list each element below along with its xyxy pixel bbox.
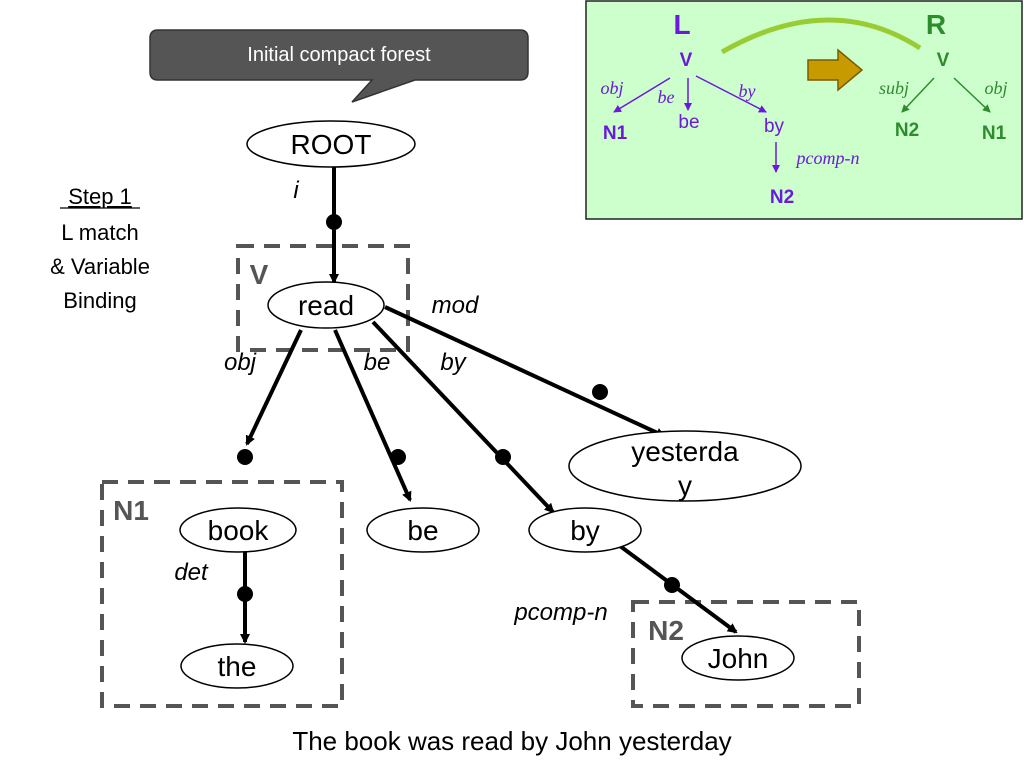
rule-left-edge-label-be: be [658,87,675,107]
node-yesterday-label-1: yesterda [631,436,739,467]
rule-left-node-be: be [678,112,699,133]
edge-read-book [245,329,303,446]
rule-right-root: V [937,50,950,71]
rule-panel-background [585,0,1023,220]
callout: Initial compact forest [149,29,529,103]
step-line-3: Binding [63,288,136,313]
callout-text: Initial compact forest [247,44,431,66]
edge-dot [326,214,342,230]
node-by-shape [528,507,642,553]
node-yesterday-shape [568,430,802,502]
step-line-1: L match [61,220,138,245]
edge-label-obj: obj [224,349,257,376]
rule-left-node-by: by [764,116,785,137]
rule-panel: L V obj be by pcomp-n N1 be by N2 R V su… [585,0,1023,220]
node-by-label: by [570,515,600,546]
node-read: read [267,281,385,329]
binding-box-n1-label: N1 [113,495,149,526]
rule-left-node-n1: N1 [603,123,628,144]
edge-dot [237,449,253,465]
tree-edges [240,166,738,644]
node-book-label: book [208,515,270,546]
edge-dot [495,449,511,465]
tree-nodes: ROOT read yesterda y book be by the [179,120,802,689]
rule-right-edge-label-obj: obj [984,78,1007,98]
sentence-caption: The book was read by John yesterday [292,726,731,756]
edge-label-by: by [440,349,467,376]
edge-dots [237,214,680,602]
step-line-2: & Variable [50,254,150,279]
edge-dot [592,384,608,400]
binding-box-v-label: V [250,259,269,290]
edge-dot [237,586,253,602]
rule-left-edge-label-pcomp: pcomp-n [795,148,860,168]
edge-label-i: i [293,177,299,204]
edge-read-be [333,329,412,502]
rule-left-edge-by [695,75,767,113]
binding-box-v [236,244,410,352]
node-read-label: read [298,290,354,321]
node-yesterday: yesterda y [568,430,802,502]
node-be-label: be [407,515,438,546]
edge-label-be: be [364,349,391,376]
rule-right-node-n1: N1 [982,123,1007,144]
node-root-label: ROOT [291,129,372,160]
edge-dot [390,449,406,465]
node-the-shape [180,643,294,689]
edge-dot [664,577,680,593]
node-root-shape [246,120,416,168]
node-book: book [179,507,297,553]
node-john: John [681,635,795,681]
rule-transform-arrow [807,48,864,92]
rule-left-edge-label-obj: obj [600,78,623,98]
binding-box-n2 [631,600,861,708]
edge-labels: i mod obj be by det pcomp-n [174,177,607,626]
rule-right-edge-subj [901,77,935,113]
rule-right-node-n2: N2 [895,120,919,141]
node-be-shape [366,507,480,553]
callout-shape [149,29,529,103]
rule-left-edge-obj [613,77,671,113]
edge-read-yesterday [384,305,666,438]
rule-right-edge-label-subj: subj [879,78,909,98]
rule-right-edge-obj [953,77,991,113]
rule-left-root: V [680,50,693,71]
edge-label-mod: mod [432,292,479,319]
rule-right-label: R [926,9,946,40]
rule-left-node-n2: N2 [770,187,794,208]
node-john-shape [681,635,795,681]
rule-left-edge-label-by: by [739,81,756,101]
node-book-shape [179,507,297,553]
node-be: be [366,507,480,553]
edge-label-pcomp-n: pcomp-n [513,599,607,626]
node-john-label: John [708,643,769,674]
node-yesterday-label-2: y [678,470,692,501]
binding-box-n2-label: N2 [648,615,684,646]
step-label: Step 1 L match & Variable Binding [50,184,150,313]
node-by: by [528,507,642,553]
rule-left-label: L [673,9,690,40]
edge-read-by [371,320,555,514]
edge-label-det: det [174,559,209,586]
node-the-label: the [218,651,257,682]
binding-boxes: V N1 N2 [100,244,861,708]
node-the: the [180,643,294,689]
step-title: Step 1 [68,184,132,209]
binding-box-n1 [100,480,344,708]
node-read-shape [267,281,385,329]
node-root: ROOT [246,120,416,168]
rule-arc [720,17,922,55]
